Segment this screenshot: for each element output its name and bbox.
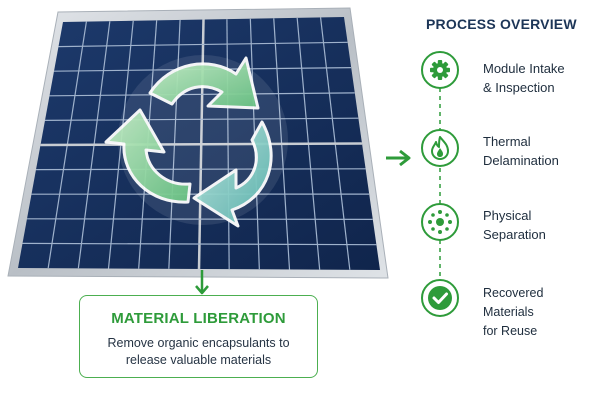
liberation-title: MATERIAL LIBERATION <box>111 310 286 327</box>
process-overview-title: PROCESS OVERVIEW <box>426 16 577 32</box>
cell-gridline <box>44 117 359 121</box>
cell-gridline <box>58 41 348 48</box>
step-label-line1: Recovered Materials <box>483 286 544 319</box>
checkmark-icon <box>420 278 460 318</box>
step-label-line2: Delamination <box>483 153 559 168</box>
step-label-intake: Module Intake & Inspection <box>483 59 595 97</box>
down-arrow-icon <box>190 268 214 298</box>
step-label-separation: Physical Separation <box>483 206 595 244</box>
material-liberation-callout: MATERIAL LIBERATION Remove organic encap… <box>79 295 318 378</box>
step-label-line2: Separation <box>483 227 546 242</box>
liberation-description-line2: release valuable materials <box>125 353 272 367</box>
gear-icon <box>420 50 460 90</box>
liberation-description-line1: Remove organic encapsulants to <box>107 336 290 350</box>
cell-gridline <box>40 142 363 147</box>
step-label-line2: & Inspection <box>483 80 555 95</box>
cell-gridline <box>26 218 373 220</box>
right-arrow-icon <box>384 148 412 168</box>
cell-gridline <box>22 242 377 246</box>
step-label-line1: Thermal <box>483 134 531 149</box>
burst-icon <box>420 202 460 242</box>
step-label-line1: Module Intake <box>483 61 565 76</box>
cell-gridline <box>35 168 366 171</box>
liberation-description: Remove organic encapsulants to release v… <box>94 335 304 369</box>
step-label-line2: for Reuse <box>483 324 538 338</box>
recycle-icon <box>104 55 288 228</box>
cell-gridline <box>49 92 355 97</box>
solar-panel-illustration <box>0 0 390 290</box>
flame-icon <box>420 128 460 168</box>
step-label-thermal: Thermal Delamination <box>483 132 595 170</box>
step-label-recovered: Recovered Materials for Reuse <box>483 284 595 341</box>
step-label-line1: Physical <box>483 208 532 223</box>
process-timeline <box>420 40 460 340</box>
